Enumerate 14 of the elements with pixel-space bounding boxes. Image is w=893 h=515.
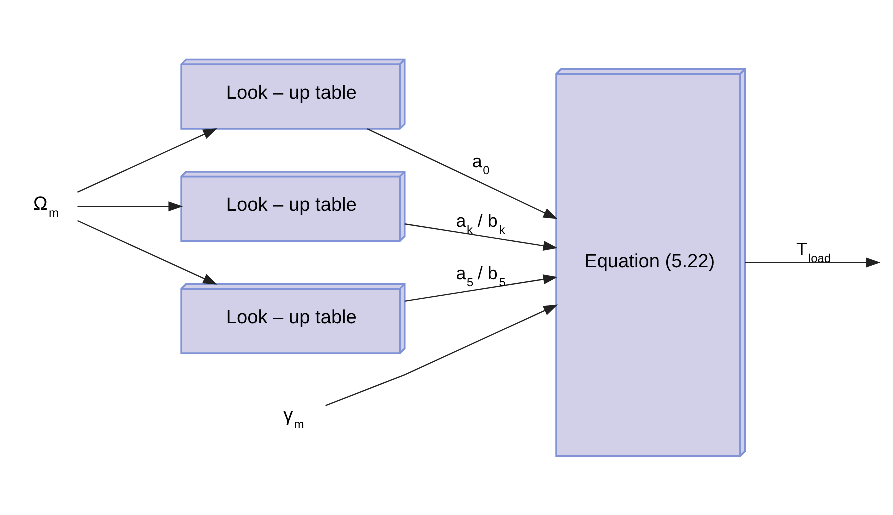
arrow [326, 304, 558, 406]
arrow [77, 128, 218, 192]
edge-label: a$_{k}$ / b$_{k}$ [456, 210, 506, 236]
arrow [404, 274, 558, 302]
edge-label: a$_{5}$ / b$_{5}$ [456, 262, 506, 289]
arrow [745, 257, 881, 268]
arrow [78, 201, 184, 212]
edge-label: T$_{load}$ [796, 239, 832, 266]
arrow [367, 128, 558, 219]
arrow [77, 220, 218, 284]
node-text: γ$_{m}$ [284, 404, 304, 431]
node-text: Ω$_{m}$ [34, 193, 59, 220]
edge-label: a$_{0}$ [472, 150, 490, 177]
arrow [404, 223, 558, 250]
